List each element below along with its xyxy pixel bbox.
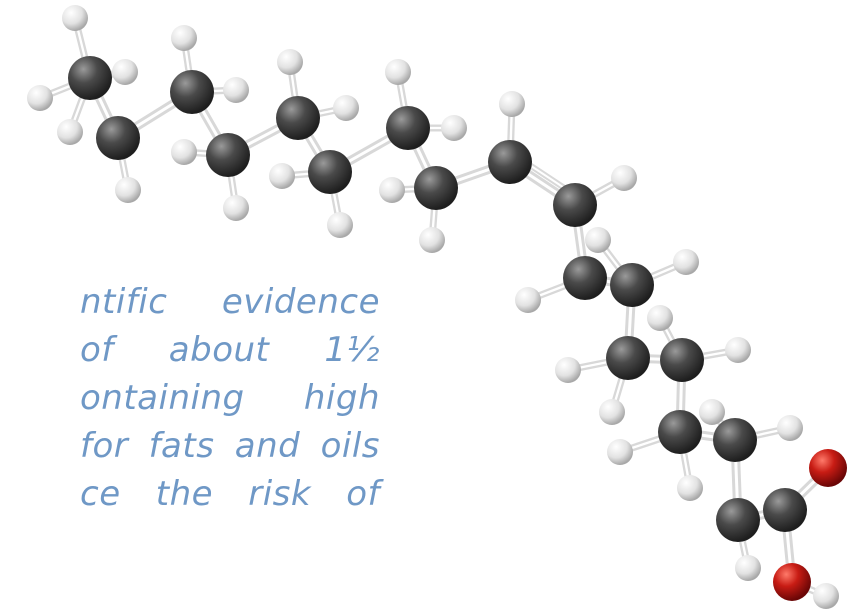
carbon-atom <box>386 106 430 150</box>
carbon-atom <box>716 498 760 542</box>
hydrogen-atom <box>585 227 611 253</box>
quote-line: ontaining high <box>80 378 380 418</box>
hydrogen-atom <box>27 85 53 111</box>
hydrogen-atom <box>599 399 625 425</box>
hydrogen-atom <box>112 59 138 85</box>
carbon-atom <box>414 166 458 210</box>
hydrogen-atom <box>607 439 633 465</box>
carbon-atom <box>68 56 112 100</box>
hydrogen-atom <box>171 139 197 165</box>
carbon-atom <box>308 150 352 194</box>
hydrogen-atom <box>735 555 761 581</box>
hydrogen-atom <box>611 165 637 191</box>
carbon-atom <box>170 70 214 114</box>
hydrogen-atom <box>115 177 141 203</box>
hydrogen-atom <box>223 77 249 103</box>
hydrogen-atom <box>62 5 88 31</box>
hydrogen-atom <box>515 287 541 313</box>
quote-line: ntific evidence <box>80 282 380 322</box>
carbon-atom <box>276 96 320 140</box>
carbon-atom <box>488 140 532 184</box>
hydrogen-atom <box>333 95 359 121</box>
carbon-atom <box>713 418 757 462</box>
hydrogen-atom <box>813 583 839 609</box>
atom-layer <box>27 5 847 609</box>
hydrogen-atom <box>441 115 467 141</box>
quote-line: of about 1½ <box>80 330 380 370</box>
hydrogen-atom <box>269 163 295 189</box>
hydrogen-atom <box>57 119 83 145</box>
carbon-atom <box>96 116 140 160</box>
carbon-atom <box>658 410 702 454</box>
hydrogen-atom <box>223 195 249 221</box>
hydrogen-atom <box>171 25 197 51</box>
hydrogen-atom <box>385 59 411 85</box>
hydrogen-atom <box>277 49 303 75</box>
carbon-atom <box>660 338 704 382</box>
hydrogen-atom <box>419 227 445 253</box>
carbon-atom <box>553 183 597 227</box>
oxygen-atom <box>773 563 811 601</box>
hydrogen-atom <box>699 399 725 425</box>
oxygen-atom <box>809 449 847 487</box>
hydrogen-atom <box>499 91 525 117</box>
carbon-atom <box>206 133 250 177</box>
hydrogen-atom <box>777 415 803 441</box>
carbon-atom <box>563 256 607 300</box>
hydrogen-atom <box>379 177 405 203</box>
carbon-atom <box>606 336 650 380</box>
quote-line: for fats and oils <box>80 426 380 466</box>
carbon-atom <box>763 488 807 532</box>
quote-line: ce the risk of <box>80 474 380 514</box>
hydrogen-atom <box>673 249 699 275</box>
carbon-atom <box>610 263 654 307</box>
hydrogen-atom <box>647 305 673 331</box>
hydrogen-atom <box>555 357 581 383</box>
quote-text: ntific evidence of about 1½ ontaining hi… <box>80 278 380 518</box>
hydrogen-atom <box>725 337 751 363</box>
hydrogen-atom <box>677 475 703 501</box>
hydrogen-atom <box>327 212 353 238</box>
